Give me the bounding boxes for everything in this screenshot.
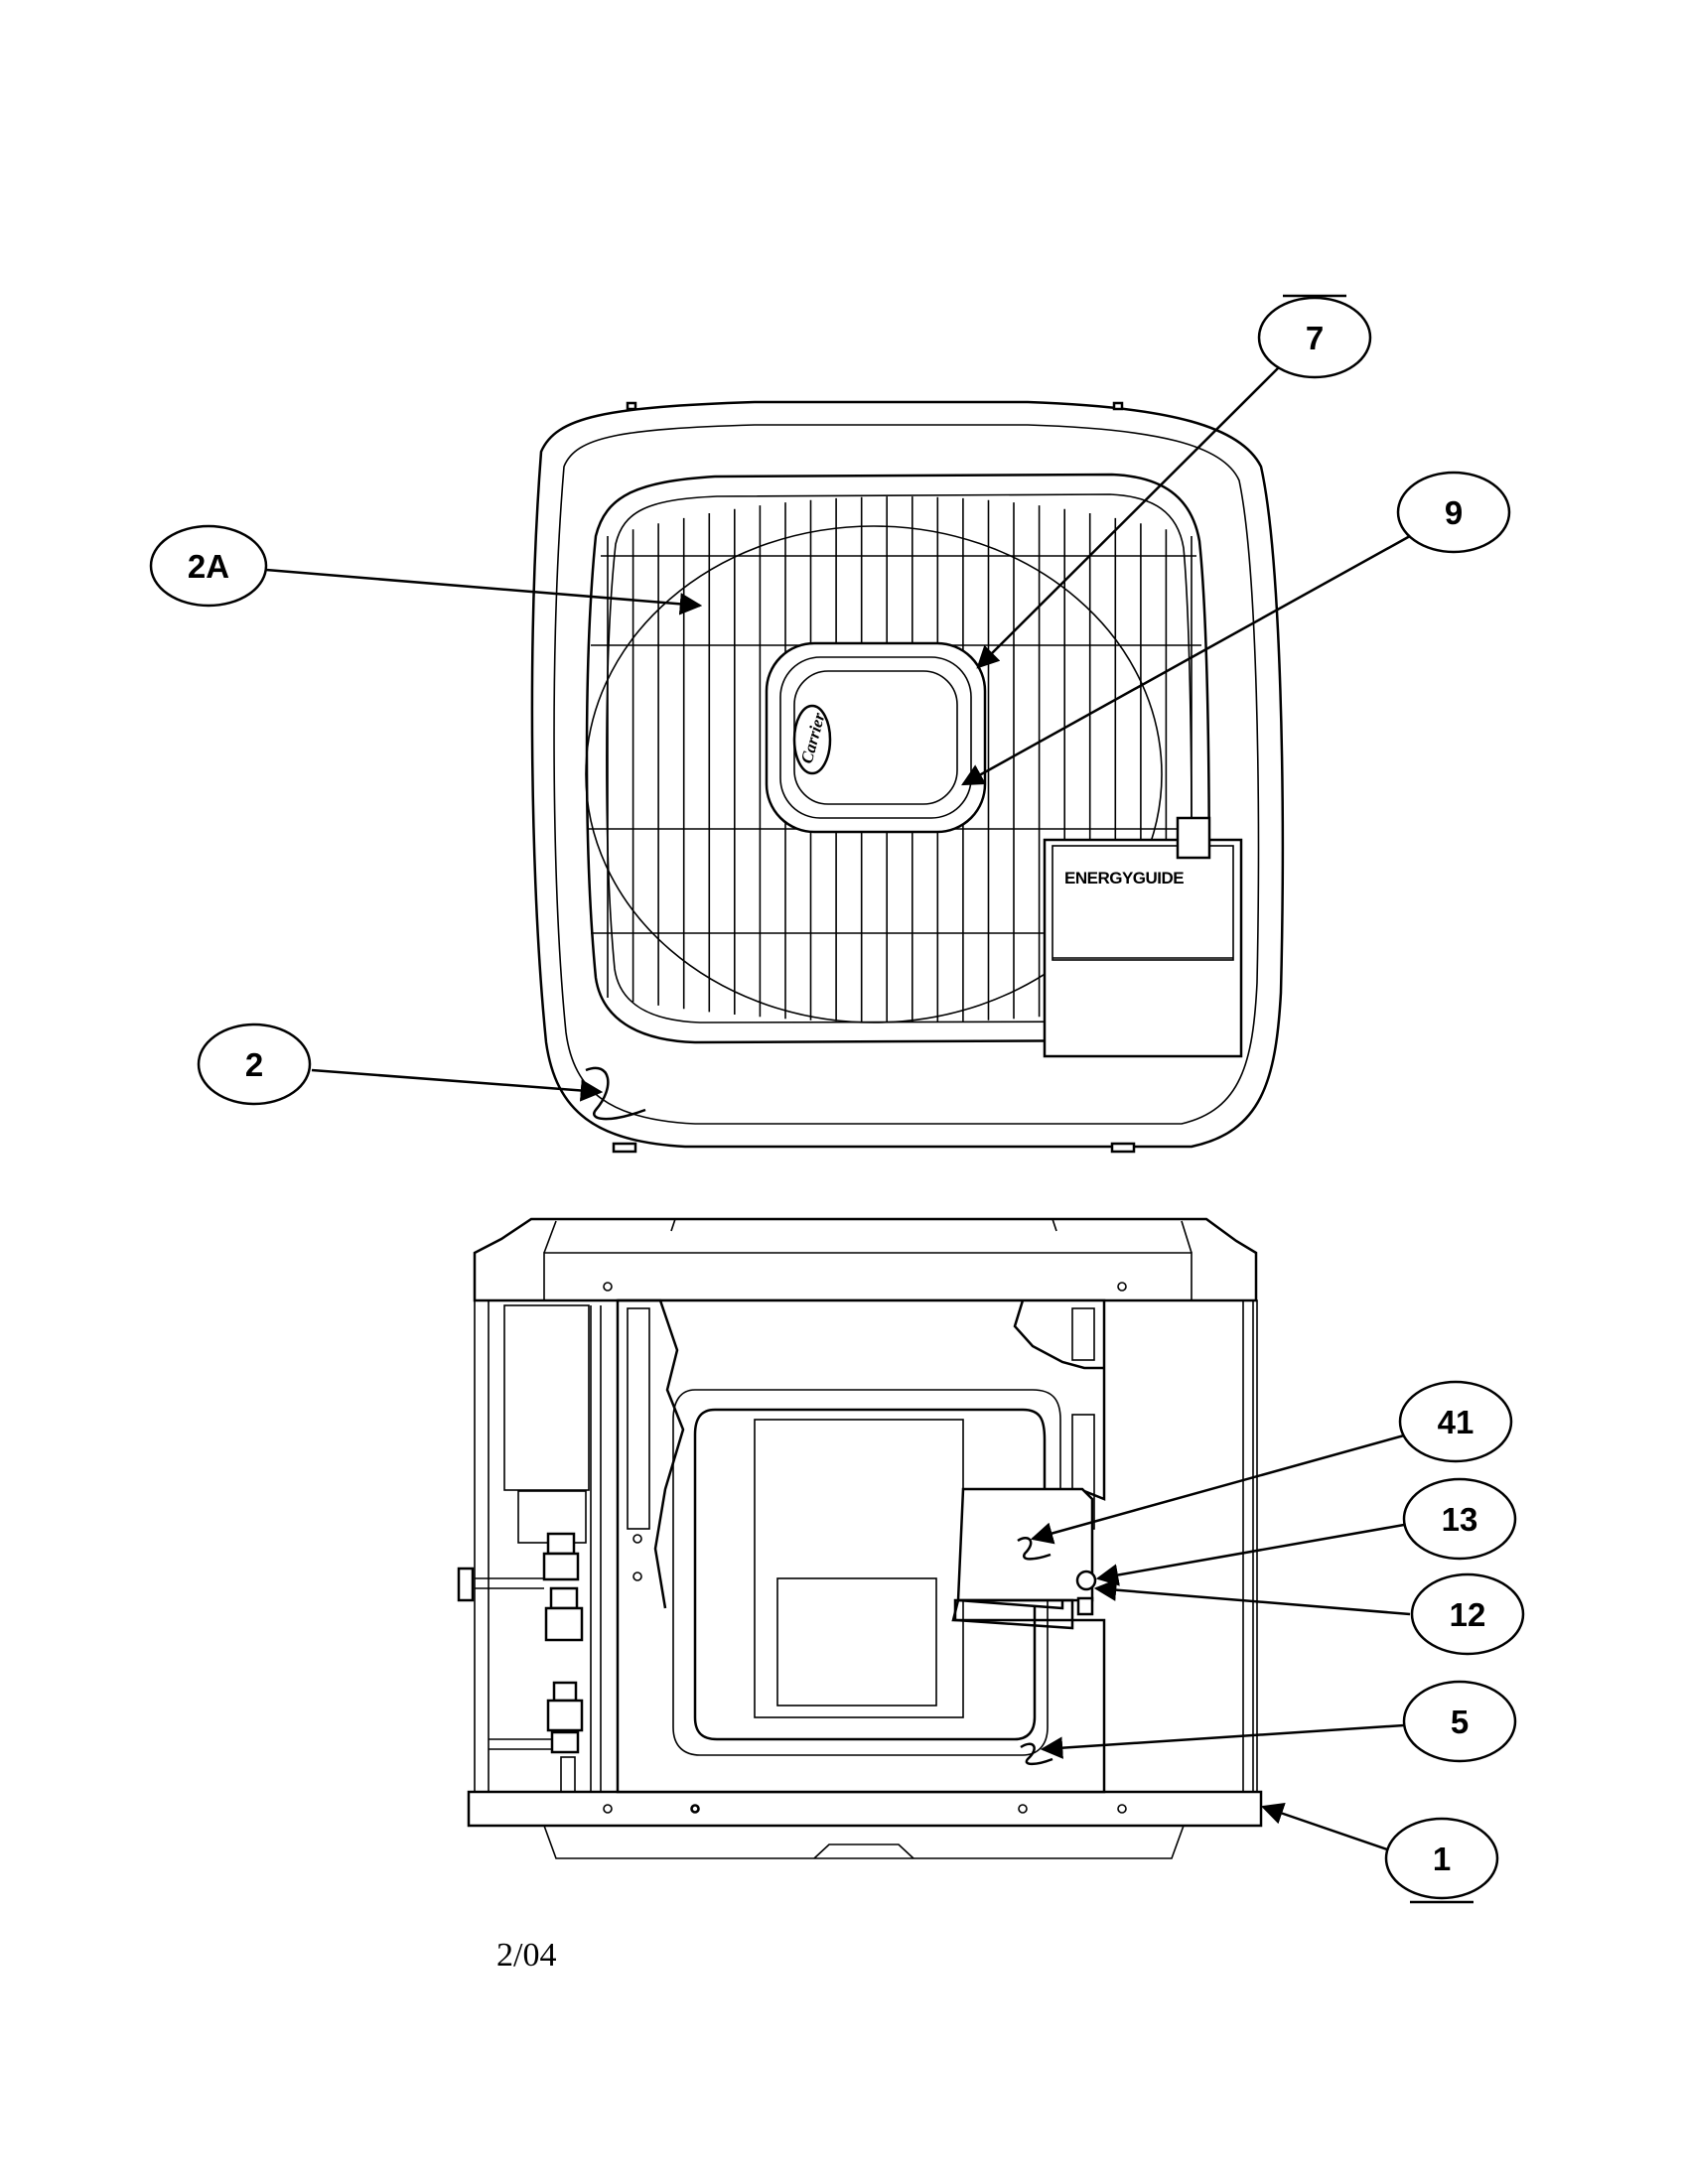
svg-text:7: 7 [1306,320,1324,356]
callout-5: 5 [1040,1680,1517,1763]
callout-2: 2 [197,1023,604,1106]
side-view-unit [457,1217,1263,1859]
callout-7: 7 [976,294,1372,669]
service-valve-lower [489,1681,584,1793]
svg-text:2A: 2A [188,548,229,585]
energy-guide-label: ENERGYGUIDE [1043,816,1243,1058]
energy-guide-text: ENERGYGUIDE [1064,869,1184,887]
callout-13: 13 [1095,1477,1517,1586]
top-cap-front [543,1252,1193,1301]
carrier-logo [792,704,832,775]
inner-casing-rim [553,424,1260,1125]
access-panel [616,1298,1106,1794]
base-pan [467,1790,1263,1828]
squiggle-mark [585,1066,646,1121]
callout-12: 12 [1093,1572,1525,1656]
fan-motor-cover: Carrier [765,641,987,834]
callout-1: 1 [1260,1802,1499,1904]
svg-text:1: 1 [1433,1841,1451,1877]
service-valve-upper [457,1532,584,1642]
callout-41: 41 [1030,1380,1513,1545]
screw-13 [1075,1570,1097,1591]
svg-text:5: 5 [1451,1704,1469,1740]
fan-outline [585,525,1163,1024]
screw-12 [1076,1596,1094,1616]
svg-text:13: 13 [1442,1501,1478,1538]
svg-text:12: 12 [1450,1596,1486,1633]
outer-casing [530,400,1285,1149]
callout-9: 9 [961,471,1511,786]
top-cap [473,1217,1258,1302]
callout-2a: 2A [149,524,703,615]
svg-text:2: 2 [245,1046,263,1083]
svg-text:41: 41 [1438,1404,1474,1440]
top-view-unit: Carrier ENERGYGUIDE [530,400,1285,1154]
svg-text:9: 9 [1445,494,1463,531]
footer-date: 2/04 [496,1937,556,1974]
